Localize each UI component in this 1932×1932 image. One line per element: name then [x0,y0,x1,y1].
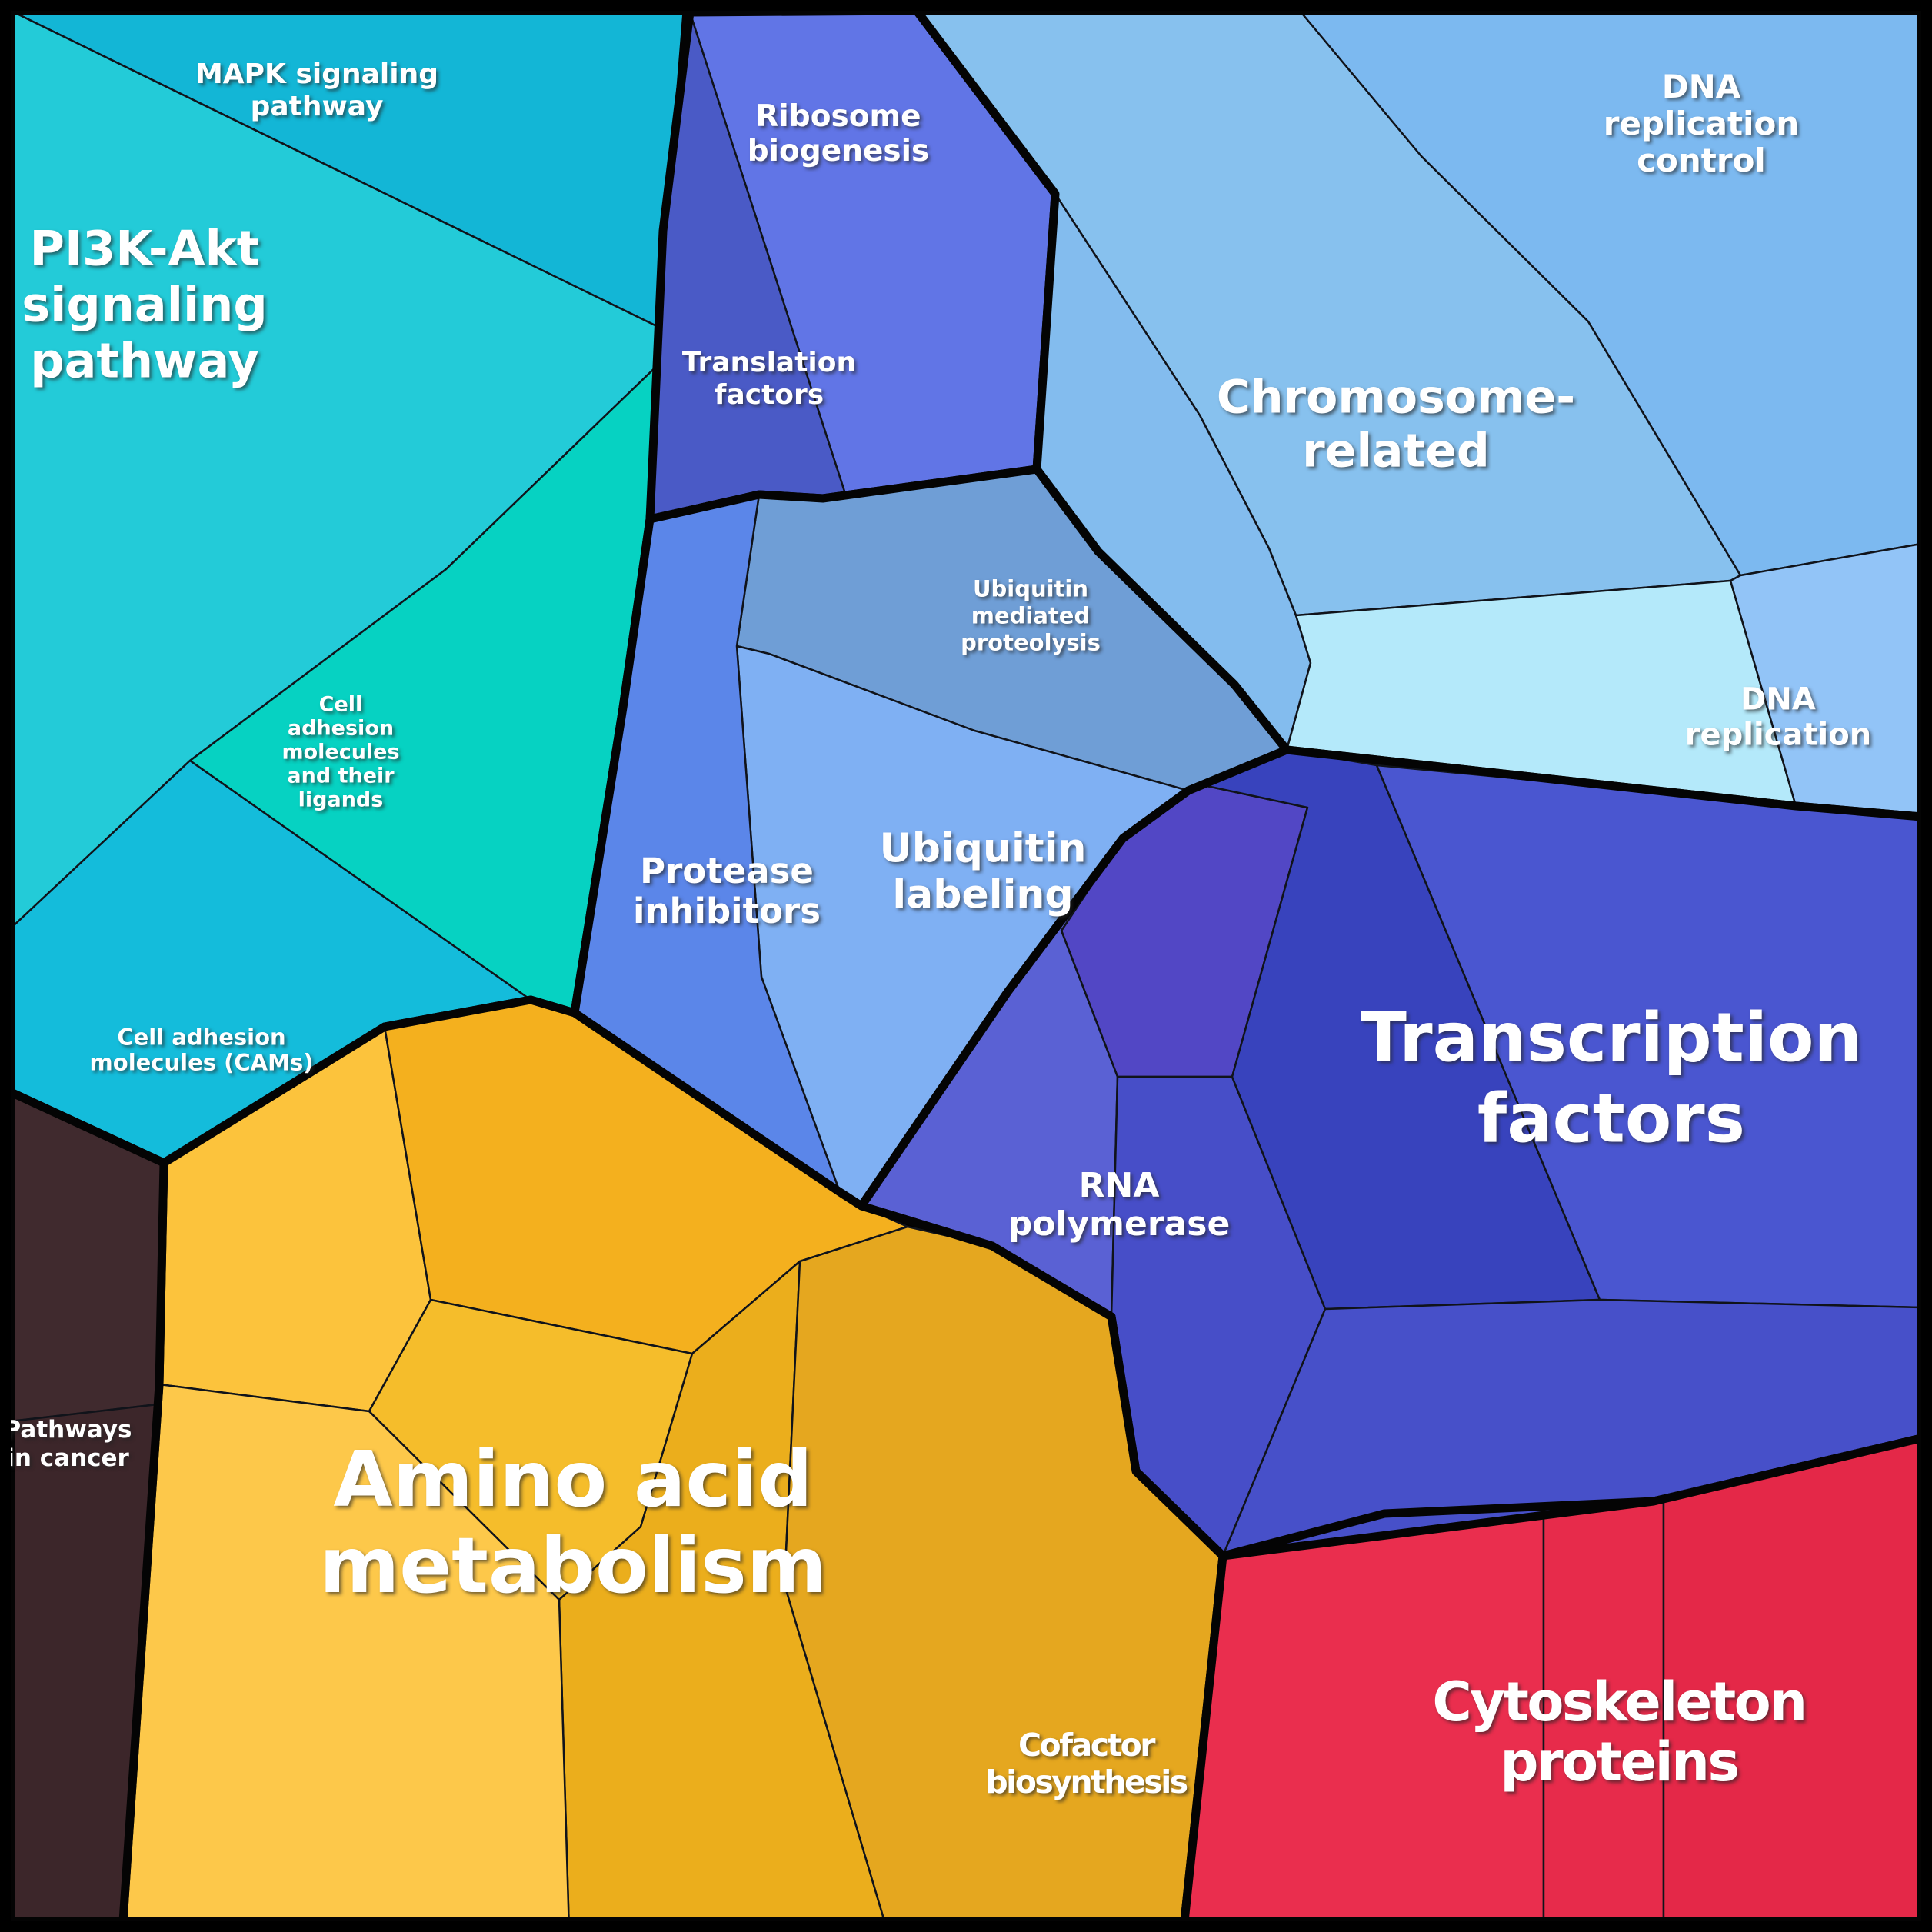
label-line: pathway [30,332,259,388]
label-line: Pathways [4,1416,132,1444]
label-line: Transcription [1361,998,1862,1078]
label-line: Ubiquitin [879,826,1086,872]
label-line: replication [1604,105,1800,142]
label-line: Chromosome- [1217,371,1575,425]
label-line: Cytoskeleton [1432,1671,1805,1734]
group-ubiquitin-group [570,465,1291,1211]
label-line: proteolysis [961,629,1101,655]
label-line: Cell adhesion [117,1024,285,1050]
label-line: signaling [22,276,268,332]
group-transcription-group [857,745,1926,1561]
label-line: labeling [892,872,1073,918]
label-line: factors [1477,1079,1745,1158]
label-line: Protease [640,851,814,891]
label-line: in cancer [6,1444,129,1472]
label-line: Ubiquitin [973,575,1088,601]
label-line: control [1637,142,1766,179]
label-chromosome-group-0: Chromosome-related [1217,371,1575,478]
label-line: polymerase [1008,1204,1231,1244]
label-line: PI3K-Akt [30,220,260,276]
label-line: molecules [281,741,399,764]
label-line: ligands [298,788,384,812]
label-line: biosynthesis [985,1764,1187,1800]
label-line: MAPK signaling [195,58,438,90]
group-chromosome-group [912,6,1926,821]
label-line: Amino acid [333,1434,812,1524]
label-line: Translation [682,347,856,378]
group-cytoskeleton-group [1180,1434,1926,1926]
label-line: DNA [1662,68,1741,105]
label-line: Cofactor [1018,1727,1156,1764]
group-cancer-group [6,1088,168,1926]
label-line: Ribosome [755,99,921,134]
label-line: proteins [1500,1730,1737,1794]
label-line: replication [1685,717,1871,752]
label-line: metabolism [319,1521,827,1611]
group-metabolism-group [118,995,1227,1932]
label-line: pathway [251,91,384,122]
label-line: molecules (CAMs) [90,1049,314,1075]
label-line: factors [715,379,824,411]
label-line: and their [287,764,395,788]
label-line: related [1302,425,1490,478]
label-line: RNA [1079,1166,1160,1205]
label-line: adhesion [288,717,394,741]
label-line: mediated [971,602,1090,628]
label-line: Cell [319,693,363,717]
label-line: inhibitors [633,891,821,931]
group-signaling [6,6,691,1168]
label-line: biogenesis [748,134,929,168]
label-line: DNA [1740,681,1816,717]
